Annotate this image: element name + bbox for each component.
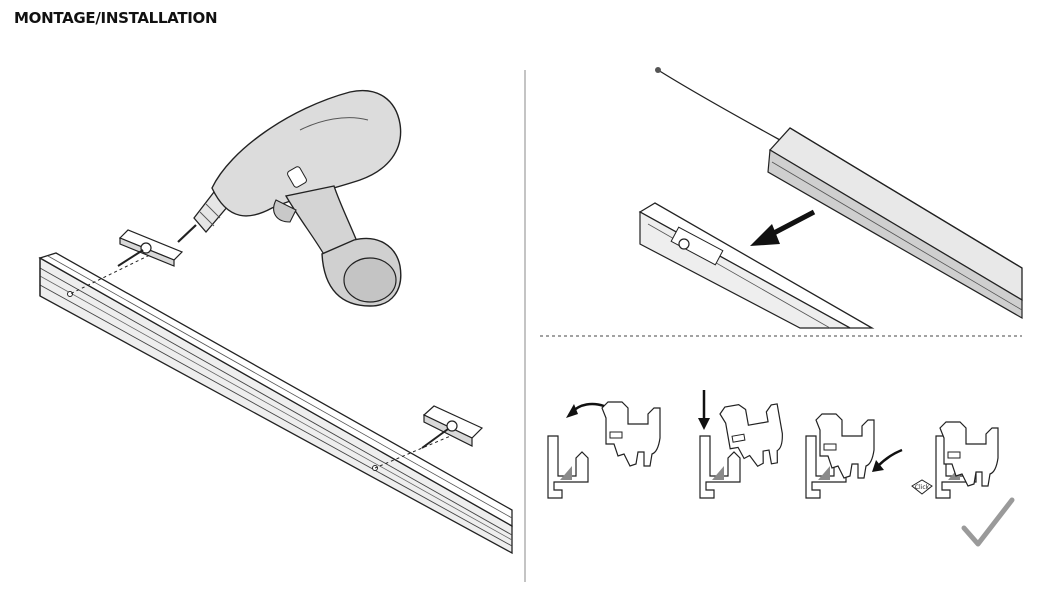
screw-icon [421, 405, 484, 449]
checkmark-icon [961, 497, 1015, 547]
arrow-icon [872, 448, 903, 472]
step-slide-profile [638, 67, 1023, 329]
click-badge: Click [911, 479, 933, 495]
screw-icon [117, 229, 184, 267]
step-snap-profile-3 [805, 413, 903, 499]
arrow-icon [750, 209, 816, 246]
step-snap-profile-1 [547, 401, 661, 499]
arrow-icon [698, 390, 710, 430]
step-drill-screws [38, 90, 513, 555]
click-label: Click [915, 484, 930, 491]
rail-profile [38, 252, 513, 555]
arrow-icon [566, 402, 605, 418]
step-snap-profile-4: Click [911, 421, 999, 499]
page-title: MONTAGE/INSTALLATION [14, 9, 218, 27]
drill-icon [177, 90, 402, 307]
step-snap-profile-2 [698, 390, 788, 499]
